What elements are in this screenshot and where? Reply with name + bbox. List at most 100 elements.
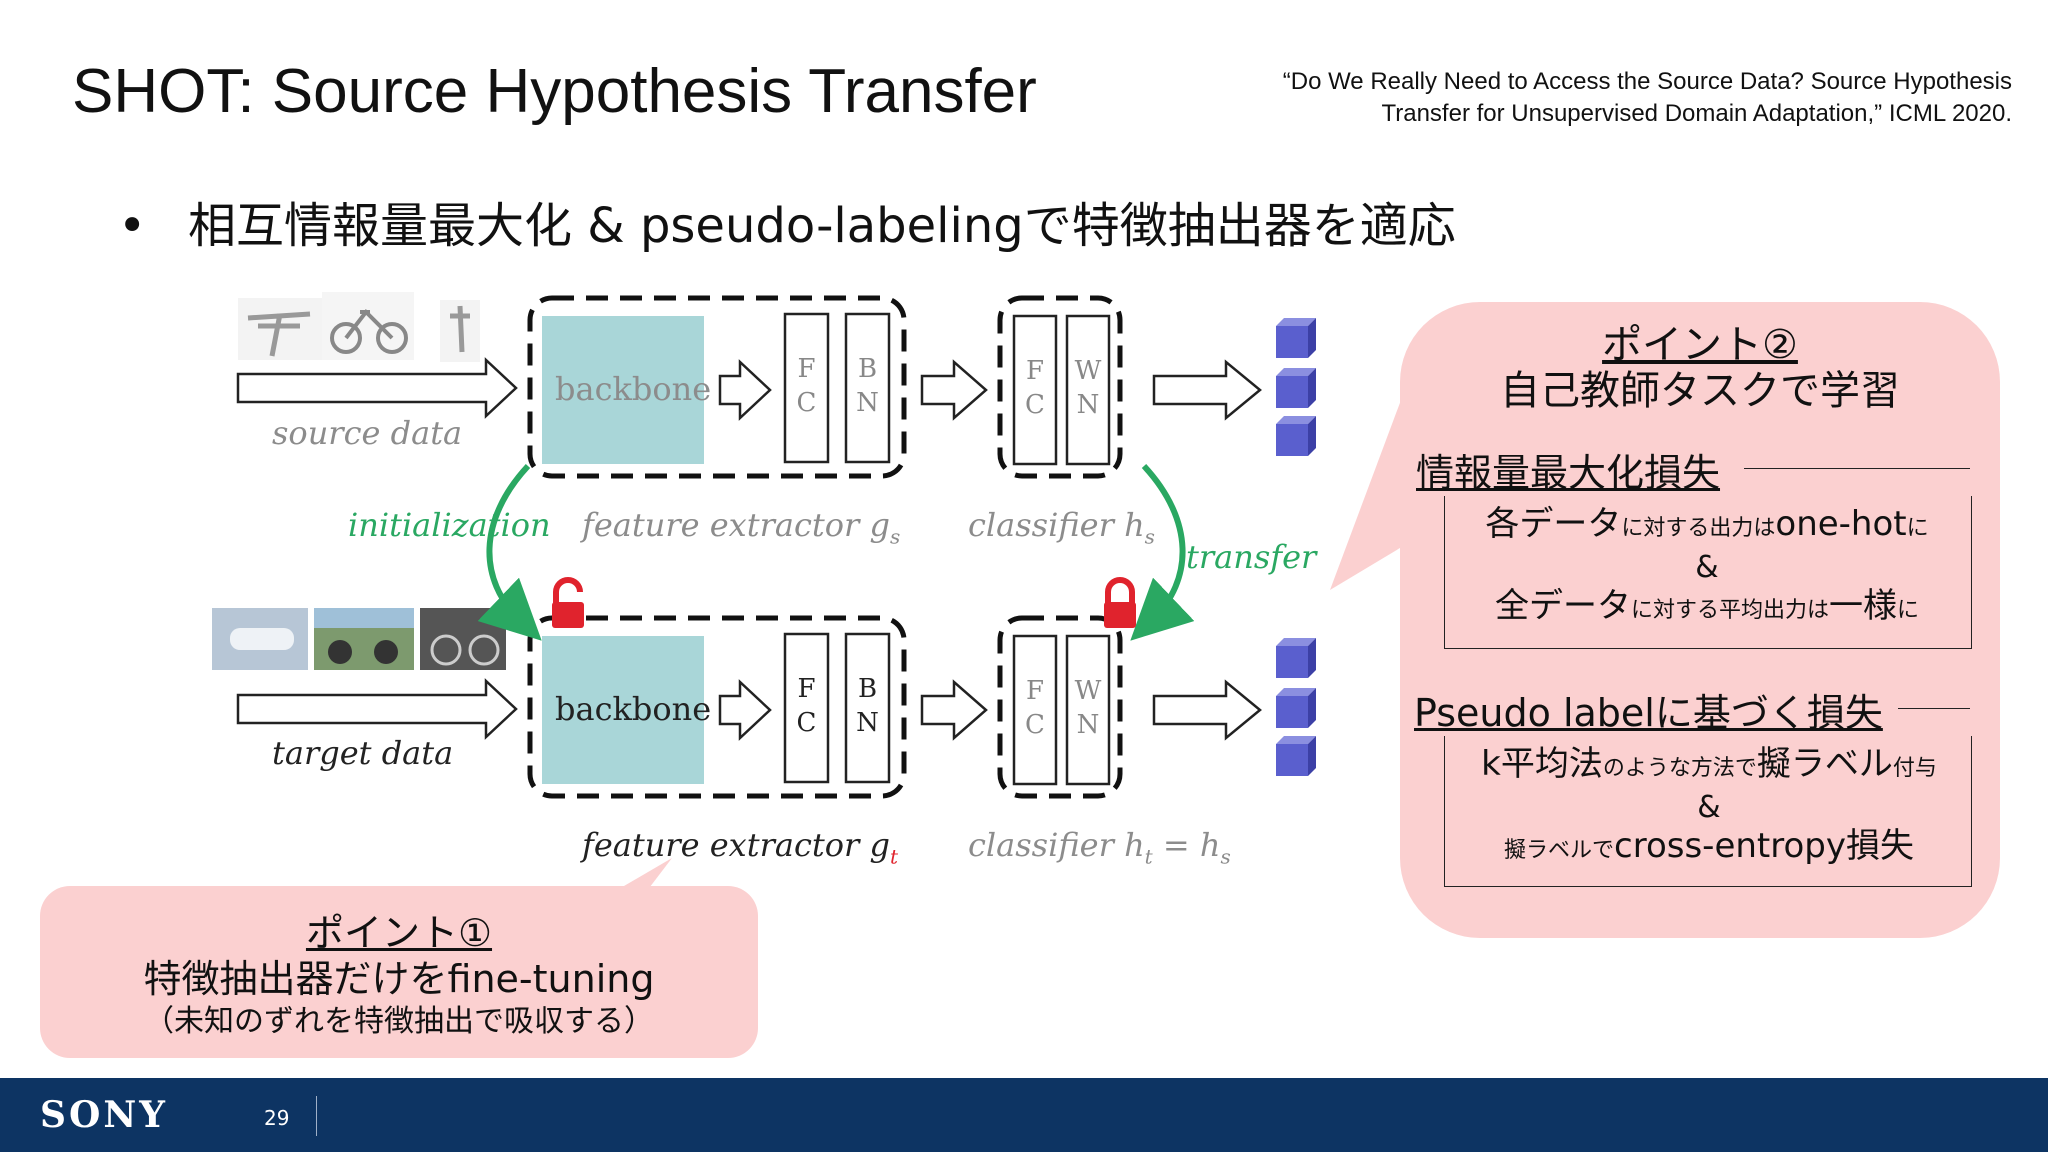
section1-title: 情報量最大化損失	[1416, 451, 1721, 495]
page-number: 29	[264, 1106, 290, 1130]
footer-bar	[0, 1078, 2048, 1152]
footer-divider	[316, 1096, 317, 1136]
section2-title: Pseudo labelに基づく損失	[1414, 691, 1883, 735]
text: に対する出力は	[1621, 516, 1776, 541]
text: に対する平均出力は	[1630, 598, 1829, 623]
target-classifier-box	[997, 615, 1123, 799]
source-feature-extractor-box	[527, 295, 907, 479]
source-data-label: source data	[272, 414, 463, 452]
classifier-text: classifier h	[968, 826, 1145, 864]
source-arrow-fe-classifier	[920, 359, 988, 421]
section1-amp: &	[1695, 550, 1719, 585]
layer-letter: N	[1076, 710, 1100, 740]
layer-letter: N	[856, 388, 879, 418]
layer-letter: C	[1025, 710, 1045, 740]
sony-logo: SONY	[40, 1094, 168, 1136]
text: に	[1906, 516, 1929, 541]
source-backbone	[542, 316, 704, 464]
bullet-text: 相互情報量最大化 & pseudo-labelingで特徴抽出器を適応	[188, 198, 1456, 254]
page-title: SHOT: Source Hypothesis Transfer	[72, 57, 1037, 126]
target-feature-extractor-box	[527, 615, 907, 799]
section1-frame	[1444, 496, 1972, 649]
section2-amp: &	[1697, 790, 1721, 825]
point2-subtitle: 自己教師タスクで学習	[1500, 368, 1900, 414]
subscript: t	[1144, 844, 1153, 869]
target-arrow-backbone-fc	[718, 679, 772, 741]
citation-line-1: “Do We Really Need to Access the Source …	[1282, 68, 2012, 95]
equals-text: = h	[1152, 826, 1221, 864]
bullet-point: •相互情報量最大化 & pseudo-labelingで特徴抽出器を適応	[118, 198, 1456, 254]
layer-letter: C	[1025, 390, 1045, 420]
layer-letter: B	[857, 674, 878, 704]
subscript: s	[1144, 524, 1155, 549]
feature-extractor-target-label: feature extractor gt	[582, 826, 898, 868]
text: cross-entropy損失	[1614, 826, 1914, 866]
subscript: s	[1220, 844, 1231, 869]
target-images	[212, 608, 506, 670]
layer-letter: W	[1074, 676, 1102, 706]
section1-line2: 全データに対する平均出力は一様に	[1448, 584, 1966, 634]
feature-extractor-text: feature extractor g	[582, 826, 890, 864]
layer-letter: C	[796, 708, 817, 738]
classifier-target-label: classifier ht = hs	[968, 826, 1231, 868]
text: one-hot	[1775, 504, 1907, 544]
subscript: t	[889, 844, 898, 869]
initialization-label: initialization	[348, 506, 551, 544]
subscript: s	[889, 524, 901, 549]
layer-letter: B	[857, 354, 878, 384]
target-fc-layer	[783, 632, 830, 784]
layer-letter: C	[796, 388, 817, 418]
point1-callout: ポイント① 特徴抽出器だけをfine-tuning （未知のずれを特徴抽出で吸収…	[40, 886, 758, 1058]
text: 一様	[1829, 586, 1897, 626]
source-fc-layer	[783, 312, 830, 464]
section2-frame	[1444, 736, 1972, 887]
feature-extractor-source-label: feature extractor gs	[582, 506, 900, 548]
source-bn-layer	[844, 312, 891, 464]
text: 付与	[1892, 756, 1937, 781]
target-backbone-label: backbone	[555, 690, 712, 728]
text: 擬ラベル	[1756, 744, 1893, 784]
source-input-arrow	[236, 357, 518, 419]
classifier-source-label: classifier hs	[968, 506, 1155, 548]
citation: “Do We Really Need to Access the Source …	[1283, 66, 2012, 130]
section1-rule	[1744, 468, 1970, 469]
text: のような方法で	[1602, 756, 1757, 781]
source-backbone-label: backbone	[555, 370, 712, 408]
target-classifier-wn	[1065, 634, 1111, 786]
target-classifier-fc	[1012, 634, 1058, 786]
text: 各データ	[1485, 504, 1622, 544]
layer-letter: F	[1025, 676, 1045, 706]
source-images	[238, 292, 480, 362]
layer-letter: F	[1025, 356, 1045, 386]
classifier-text: classifier h	[968, 506, 1145, 544]
unlocked-lock-icon	[552, 577, 584, 628]
section1-body: 各データに対する出力はone-hotに & 全データに対する平均出力は一様に	[1448, 502, 1966, 634]
text: 全データ	[1494, 586, 1631, 626]
section2-line2: 擬ラベルでcross-entropy損失	[1444, 824, 1974, 874]
section2-line1: k平均法のような方法で擬ラベル付与	[1444, 742, 1974, 792]
citation-line-2: Transfer for Unsupervised Domain Adaptat…	[1381, 100, 2012, 127]
source-output-arrow	[1152, 359, 1262, 421]
target-data-label: target data	[272, 734, 454, 772]
point2-heading: ポイント②	[1602, 322, 1798, 368]
layer-letter: F	[797, 674, 816, 704]
source-output-cubes	[1276, 318, 1316, 456]
layer-letter: N	[1076, 390, 1100, 420]
point2-callout: ポイント② 自己教師タスクで学習	[1400, 302, 2000, 938]
target-input-arrow	[236, 678, 518, 740]
layer-letter: F	[797, 354, 816, 384]
layer-letter: W	[1074, 356, 1102, 386]
target-output-cubes	[1276, 638, 1316, 776]
transfer-arrow	[1130, 463, 1195, 641]
target-arrow-fe-classifier	[920, 679, 988, 741]
feature-extractor-text: feature extractor g	[582, 506, 890, 544]
source-classifier-box	[997, 295, 1123, 479]
transfer-label: transfer	[1186, 538, 1317, 576]
